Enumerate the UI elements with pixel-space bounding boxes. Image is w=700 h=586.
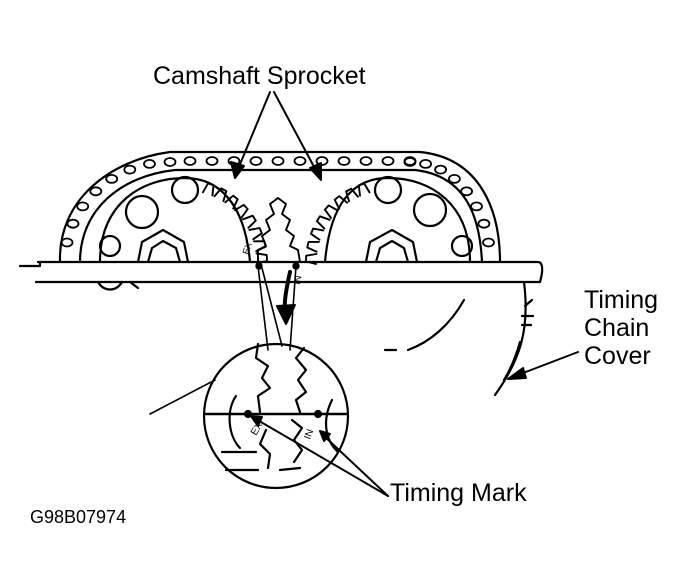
timing-mark-label: Timing Mark xyxy=(390,479,527,507)
left-camshaft-sprocket xyxy=(98,175,252,264)
chain-link xyxy=(183,156,197,166)
chain-link xyxy=(76,201,90,212)
timing-chain xyxy=(58,150,502,264)
chain-link xyxy=(66,218,80,229)
camshaft-sprocket-label: Camshaft Sprocket xyxy=(153,62,366,90)
timing-mark-detail-view: EX IN xyxy=(149,342,350,490)
figure-code-label: G98B07974 xyxy=(30,507,127,527)
chain-link xyxy=(359,156,373,166)
chain-link xyxy=(293,156,307,166)
leader-arrows xyxy=(230,91,579,497)
chain-link xyxy=(271,156,285,166)
timing-chain-cover-label: Timing Chain Cover xyxy=(584,286,658,370)
chain-link xyxy=(123,164,137,175)
chain-link xyxy=(163,157,177,167)
chain-link xyxy=(205,156,219,166)
chain-link xyxy=(381,156,395,166)
timing-chain-cover-line-2: Chain xyxy=(584,314,650,342)
chain-link xyxy=(477,218,491,229)
right-gear-teeth xyxy=(305,182,371,265)
chain-link xyxy=(434,164,448,175)
chain-link xyxy=(470,201,483,212)
chain-link xyxy=(249,156,263,166)
timing-chain-cover-line-1: Timing xyxy=(584,286,659,314)
cylinder-head-flange xyxy=(18,260,544,284)
chain-link xyxy=(143,158,156,169)
chain-link xyxy=(419,158,433,169)
right-camshaft-sprocket xyxy=(323,175,474,264)
center-mesh-teeth xyxy=(257,197,301,263)
chain-link xyxy=(337,156,351,166)
gear-tooth-set xyxy=(305,182,371,265)
chain-link xyxy=(89,186,103,197)
chain-link xyxy=(482,237,495,248)
timing-chain-cover xyxy=(493,280,527,397)
chain-link xyxy=(105,173,119,184)
svg-text:EX: EX xyxy=(240,241,254,256)
chain-links xyxy=(60,156,495,248)
chain-link xyxy=(60,237,74,248)
chain-link xyxy=(403,157,417,167)
svg-text:IN: IN xyxy=(302,428,316,441)
chain-link xyxy=(447,173,461,184)
svg-text:IN: IN xyxy=(292,275,303,286)
chain-link xyxy=(460,186,474,197)
timing-chain-cover-line-3: Cover xyxy=(584,342,651,370)
